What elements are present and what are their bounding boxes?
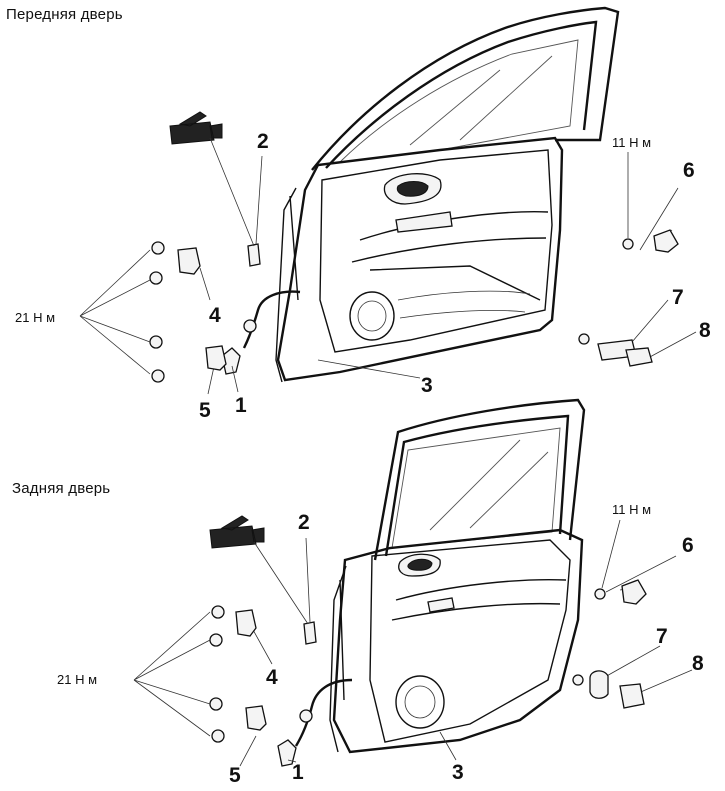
rear-speaker-inner [404,685,436,719]
front-torque-striker: 11 Н м [612,135,652,150]
rear-part-2 [303,621,317,645]
rear-harness-grommet [299,709,313,723]
front-grease-tube-icon [169,111,223,145]
front-striker-bolt [622,238,634,250]
front-callout-6: 6 [683,159,695,182]
front-part-8 [625,347,653,367]
front-door-edge [275,187,299,383]
front-window-glass [338,39,579,163]
front-callout-3: 3 [421,374,433,397]
rear-striker-leader [601,519,621,589]
front-handle-cup [396,181,429,197]
front-window-switch [395,211,453,233]
rear-speaker-grille [395,675,445,729]
rear-handle-cup [407,558,433,571]
front-window-frame [311,6,620,171]
front-callout-1: 1 [235,394,247,417]
rear-torque-striker: 11 Н м [612,502,652,517]
rear-callout-8: 8 [692,652,704,675]
front-door-assembly [79,6,697,395]
rear-window-switch [427,597,455,613]
front-door-pocket [397,290,531,319]
front-hinge-bolts [149,241,165,383]
front-harness-grommet [243,319,257,333]
rear-striker-bolt [594,588,606,600]
front-callout-7: 7 [672,286,684,309]
rear-wiring-harness [294,678,353,747]
front-speaker-inner [357,300,387,332]
front-part-1 [221,347,241,375]
front-armrest [351,211,549,301]
rear-callout-3: 3 [452,761,464,784]
front-door-shell [276,136,564,382]
rear-grease-tube-icon [209,515,265,549]
front-torque-leaders [79,249,151,375]
front-torque-hinge: 21 Н м [15,310,56,325]
rear-window-frame [373,398,586,561]
front-callout-8: 8 [699,319,711,342]
front-handle-nut [578,333,590,345]
rear-part-1 [277,739,297,767]
rear-part-4 [235,609,257,637]
front-speaker-grille [349,291,395,341]
rear-torque-leaders [133,611,211,737]
rear-callout-2: 2 [298,511,310,534]
front-callout-2: 2 [257,130,269,153]
rear-door-shell [332,528,584,754]
rear-callout-1: 1 [292,761,304,784]
rear-window-glass [391,427,561,549]
rear-part-8 [619,683,645,709]
rear-armrest [391,578,567,621]
rear-callout-5: 5 [229,764,241,787]
front-part-6 [653,229,679,253]
rear-callout-4: 4 [266,666,278,689]
front-part-2 [247,243,261,267]
rear-hinge-bolts [209,605,225,743]
rear-torque-hinge: 21 Н м [57,672,98,687]
rear-part-6 [621,579,647,605]
rear-part-5 [245,705,267,731]
front-callout-4: 4 [209,304,221,327]
rear-part-7 [589,670,609,699]
front-callout-5: 5 [199,399,211,422]
front-wiring-harness [242,290,301,349]
rear-leader-lines [239,537,693,767]
rear-door-title: Задняя дверь [12,480,111,497]
rear-door-assembly [133,398,693,767]
rear-trim-panel [369,539,571,743]
front-part-4 [177,247,201,275]
rear-callout-6: 6 [682,534,694,557]
rear-handle-nut [572,674,584,686]
front-part-5 [205,345,227,371]
rear-callout-7: 7 [656,625,668,648]
front-door-title: Передняя дверь [6,6,123,23]
front-trim-panel [319,149,553,353]
